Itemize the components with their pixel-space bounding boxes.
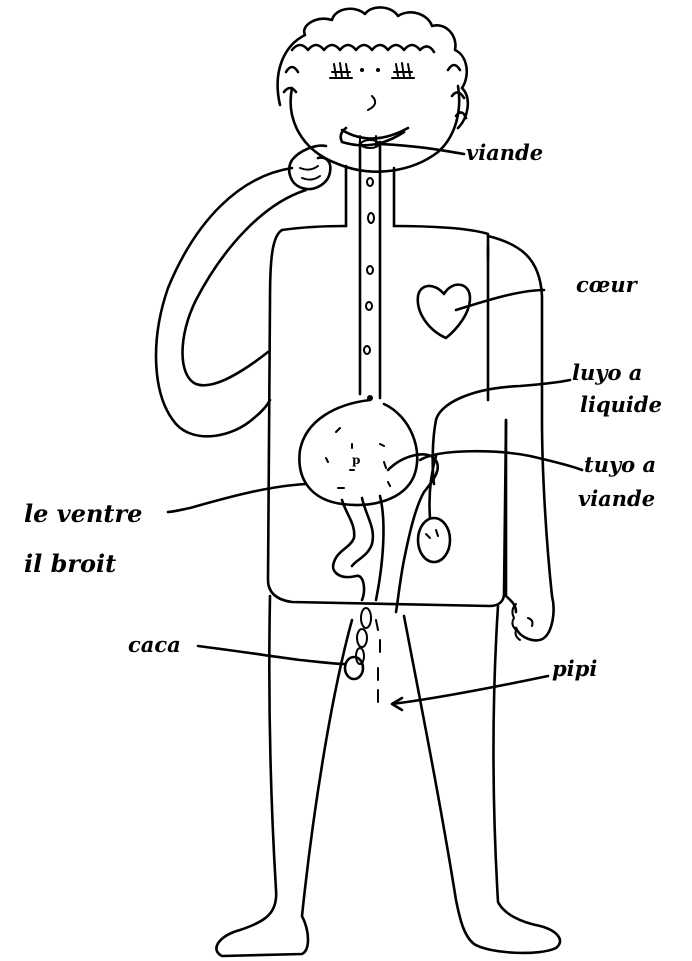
heart: [418, 285, 470, 338]
label-tuyau-liquide-line1: luyo a: [572, 360, 642, 385]
label-pipi: pipi: [552, 656, 597, 681]
legs: [216, 596, 560, 956]
labels: viande cœur luyo a liquide tuyo a viande…: [24, 140, 662, 681]
label-caca: caca: [128, 632, 181, 657]
svg-text:p: p: [352, 453, 360, 467]
left-eye: [330, 63, 352, 78]
torso: [268, 166, 554, 640]
label-tuyau-viande-line2: viande: [578, 486, 655, 511]
hand: [289, 146, 330, 189]
mouth: [341, 128, 408, 145]
label-ventre-line1: le ventre: [24, 499, 142, 528]
neck: [346, 166, 394, 226]
bladder: [418, 518, 450, 562]
label-tuyau-viande-line1: tuyo a: [584, 452, 656, 477]
nose: [368, 96, 375, 110]
label-coeur: cœur: [576, 272, 639, 297]
label-tuyau-liquide-line2: liquide: [580, 392, 662, 417]
torso-outline: [268, 226, 506, 606]
label-viande: viande: [466, 140, 543, 165]
right-eye: [392, 63, 414, 78]
stomach: p: [299, 400, 417, 505]
arm-inner: [183, 190, 307, 385]
caca-drop: [345, 657, 363, 679]
label-ventre-line2: il broit: [24, 549, 116, 578]
pointer-lines: [168, 144, 582, 710]
hair: [278, 7, 468, 128]
raised-arm: [156, 146, 330, 437]
esophagus: [360, 140, 380, 401]
